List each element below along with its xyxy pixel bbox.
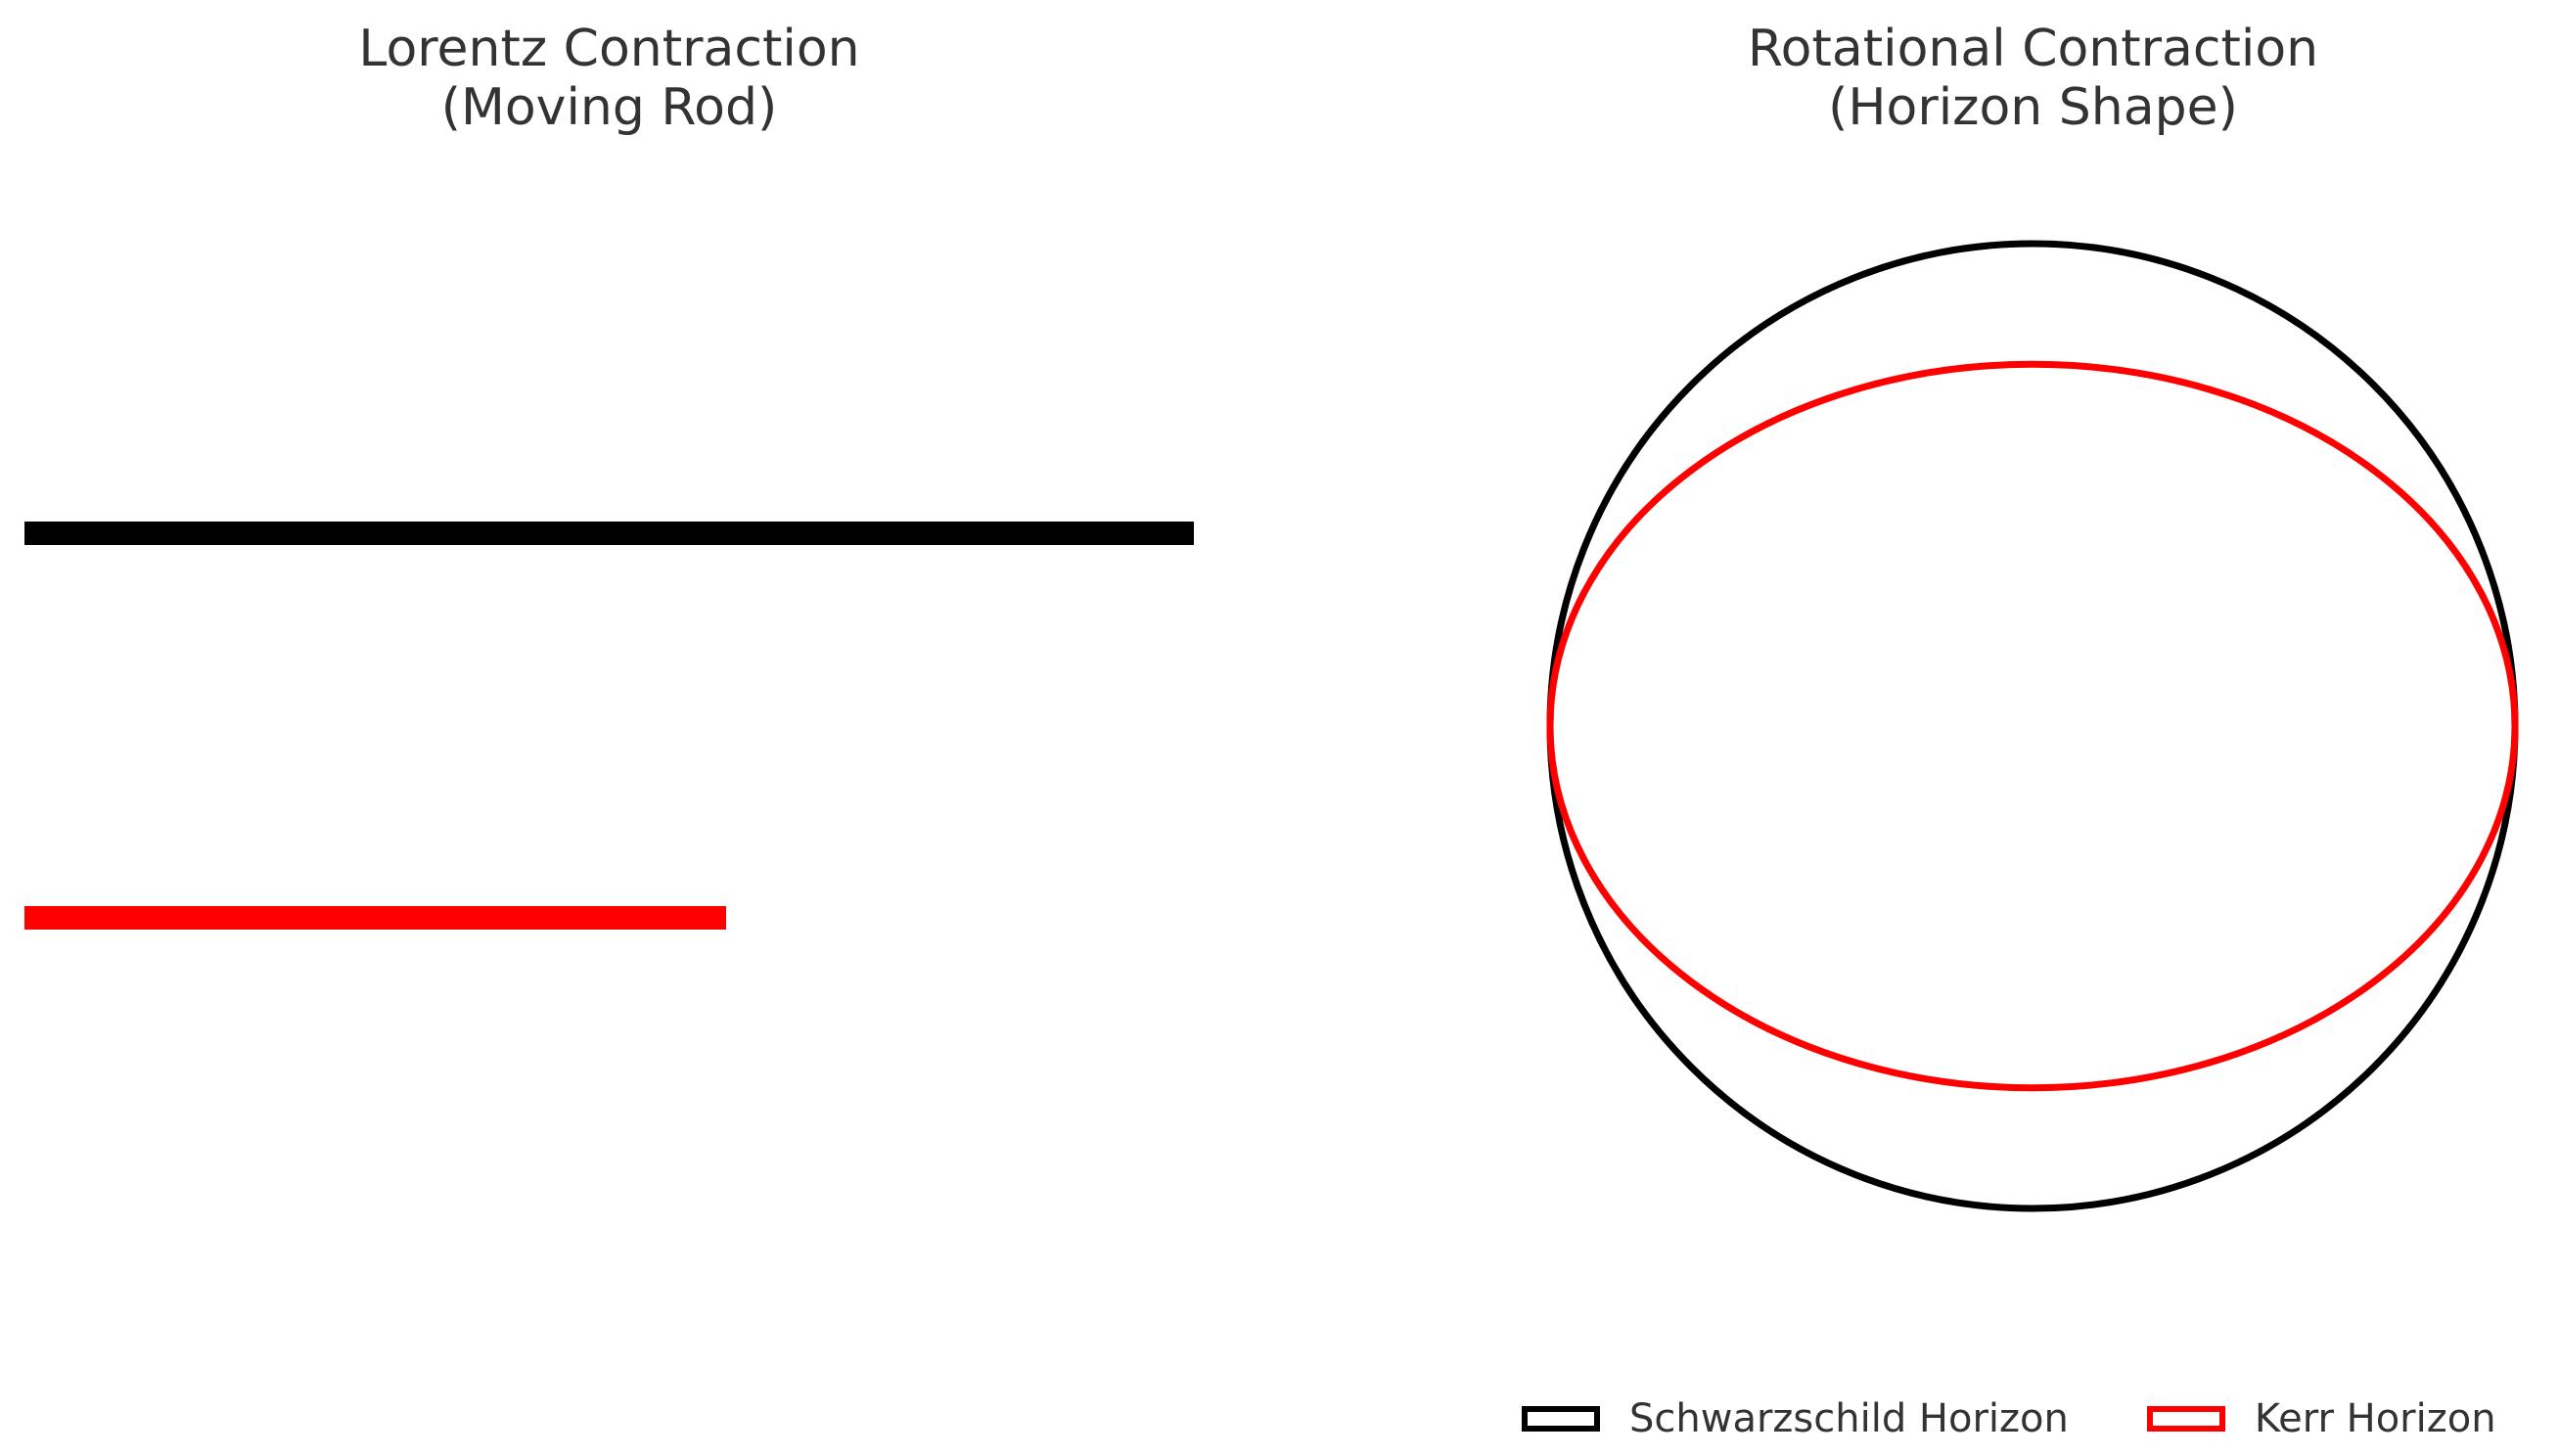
schwarzschild-horizon-curve [1546, 240, 2519, 1212]
left-title-line2: (Moving Rod) [440, 78, 778, 137]
rest-rod [24, 522, 1194, 545]
legend: Schwarzschild Horizon Kerr Horizon [1522, 1389, 2496, 1448]
left-panel-title: Lorentz Contraction (Moving Rod) [0, 20, 1218, 137]
legend-swatch-schwarzschild [1522, 1406, 1600, 1432]
kerr-horizon-curve [1546, 360, 2519, 1092]
legend-item-kerr: Kerr Horizon [2146, 1396, 2496, 1441]
right-panel-title: Rotational Contraction (Horizon Shape) [1311, 20, 2559, 137]
right-title-line1: Rotational Contraction [1747, 20, 2319, 78]
moving-rod [24, 906, 726, 930]
legend-item-schwarzschild: Schwarzschild Horizon [1522, 1396, 2069, 1441]
legend-swatch-kerr [2146, 1406, 2225, 1432]
legend-label-kerr: Kerr Horizon [2254, 1396, 2496, 1441]
left-title-line1: Lorentz Contraction [358, 20, 860, 78]
legend-label-schwarzschild: Schwarzschild Horizon [1629, 1396, 2069, 1441]
right-title-line2: (Horizon Shape) [1828, 78, 2238, 137]
